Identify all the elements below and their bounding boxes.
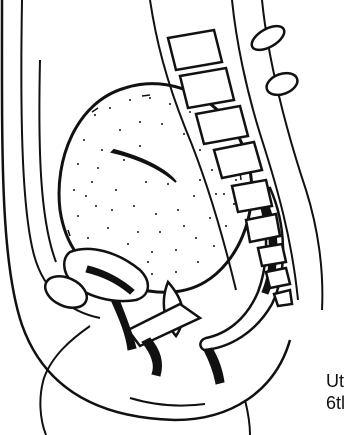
vertebra-2 (180, 68, 234, 108)
vertebra-7 (258, 244, 286, 266)
vertebra-4 (214, 142, 262, 178)
caption-line-1: Ut (326, 370, 350, 392)
canal-shading (142, 338, 162, 376)
leg-line (245, 400, 250, 435)
lower-contour-line (130, 398, 205, 406)
caption: Ut 6tl (326, 370, 350, 414)
anal-canal (204, 348, 224, 384)
coccyx-tip (274, 290, 292, 306)
bowel-loop-lower (264, 69, 301, 99)
bowel-loop-upper (248, 21, 288, 55)
vertebra-1 (168, 30, 222, 70)
anterior-wall-line (39, 60, 56, 262)
vertebra-8 (266, 268, 290, 288)
vertebra-6 (246, 214, 280, 242)
urethra (112, 302, 136, 350)
skin-fold-line (40, 326, 90, 435)
vertebra-5 (232, 180, 272, 212)
caption-line-2: 6tl (326, 392, 350, 414)
vertebra-3 (196, 106, 248, 144)
